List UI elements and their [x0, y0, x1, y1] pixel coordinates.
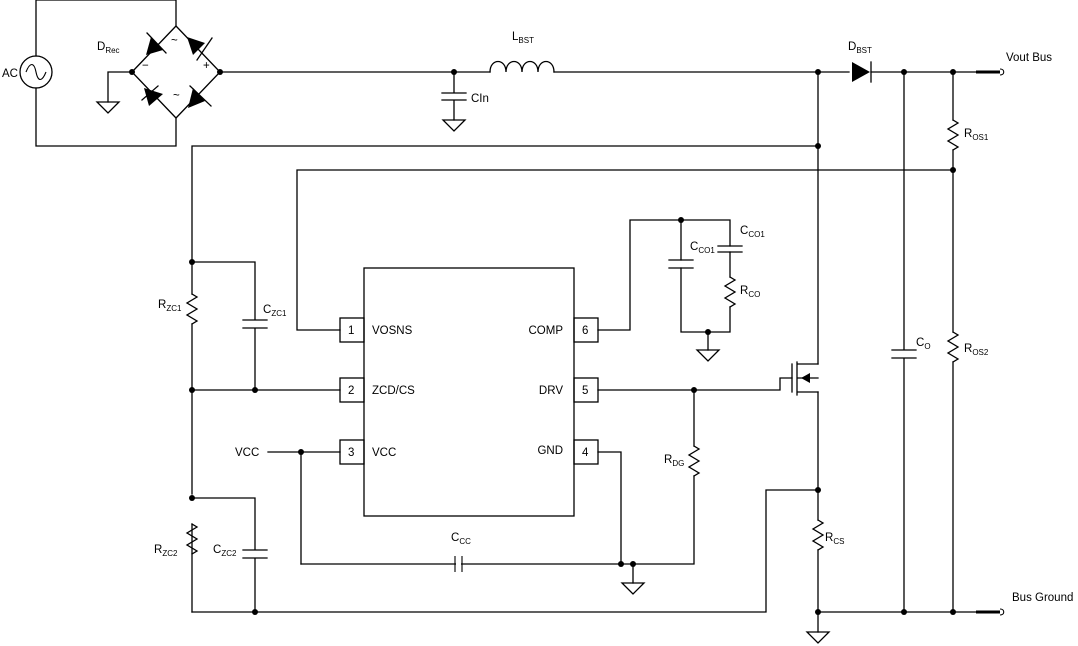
boost-diode: DBST: [848, 41, 872, 83]
pin-2-number: 2: [348, 385, 354, 397]
zcd-sense-wire: [191, 145, 819, 613]
ccc-capacitor: CCC: [451, 532, 471, 572]
vout-terminal: Vout Bus: [976, 52, 1052, 76]
vcc-wire: [267, 451, 341, 565]
bridge-diode-1: [146, 32, 167, 55]
rdg-label: RDG: [664, 454, 684, 468]
pin-5-name: DRV: [539, 385, 563, 397]
ac-wires: [35, 0, 177, 147]
pin-2-name: ZCD/CS: [372, 385, 415, 397]
bridge-ac-mark-bottom: ~: [173, 90, 180, 102]
bridge-diode-2: [187, 37, 213, 61]
bridge-diode-4: [188, 85, 212, 108]
vosns-wire: [296, 169, 954, 331]
bridge-ac-mark-top: ~: [171, 35, 178, 47]
rzc2-resistor: RZC2: [154, 523, 199, 558]
bridge-label: DRec: [97, 41, 120, 55]
ground-symbol-ic: [620, 563, 646, 595]
czc2-label: CZC2: [213, 544, 237, 558]
bridge-diode-3: [141, 85, 163, 106]
pin-1-box: [339, 317, 365, 343]
czc1-capacitor: CZC1: [191, 261, 287, 391]
output-capacitor: CO: [891, 71, 931, 613]
comp-wire: [597, 219, 731, 333]
czc1-label: CZC1: [263, 304, 287, 318]
input-capacitor-label: CIn: [471, 93, 489, 105]
pin-1-name: VOSNS: [372, 325, 413, 337]
pin-6-name: COMP: [529, 325, 564, 337]
ros1-resistor: ROS1: [946, 119, 989, 151]
ground-symbol-comp: [695, 331, 721, 362]
pin-4-name: GND: [537, 445, 563, 457]
bridge-gnd-wire: [107, 71, 133, 103]
ground-symbol-output: [805, 611, 831, 644]
pin-4-number: 4: [582, 447, 589, 459]
boost-inductor-label: LBST: [512, 31, 534, 45]
boost-inductor: LBST: [489, 31, 555, 73]
vout-label: Vout Bus: [1006, 52, 1052, 64]
mosfet: [791, 361, 819, 396]
rdg-resistor: RDG: [664, 445, 701, 477]
gnd-pin-wire: [597, 451, 622, 565]
drv-wire: [300, 377, 793, 565]
rzc1-resistor: RZC1: [158, 293, 199, 325]
pin-1-number: 1: [348, 325, 354, 337]
ros2-label: ROS2: [964, 343, 989, 357]
pin-6-number: 6: [582, 325, 588, 337]
pin-5-number: 5: [582, 385, 588, 397]
ground-symbol-bridge: [95, 101, 121, 114]
rzc2-label: RZC2: [154, 544, 178, 558]
bus-ground-wire: [191, 489, 991, 613]
bus-ground-terminal: Bus Ground: [976, 592, 1073, 616]
cco1-left-label: CCO1: [690, 241, 715, 255]
boost-diode-label: DBST: [848, 41, 872, 55]
bridge-rectifier: ~ ~ + − DRec: [97, 25, 221, 119]
controller-ic: 1 2 3 4 5 6 VOSNS ZCD/CS VCC GND DRV COM…: [339, 267, 599, 517]
czc2-capacitor: CZC2: [191, 497, 268, 613]
vcc-net-label: VCC: [235, 447, 259, 459]
pin-3-name: VCC: [372, 447, 396, 459]
input-capacitor: CIn: [441, 71, 489, 132]
rzc1-label: RZC1: [158, 299, 182, 313]
cco1-right-label: CCO1: [740, 225, 765, 239]
ros1-label: ROS1: [964, 128, 989, 142]
rcs-resistor: RCS: [811, 519, 844, 551]
pin-2-box: [339, 377, 365, 403]
bridge-plus-mark: +: [203, 60, 210, 72]
pin-3-number: 3: [348, 447, 354, 459]
ac-source-label: AC: [2, 68, 18, 80]
bus-ground-label: Bus Ground: [1012, 592, 1073, 604]
ccc-label: CCC: [451, 532, 471, 546]
bridge-minus-mark: −: [142, 60, 149, 72]
ac-source: AC: [2, 55, 53, 89]
co-label: CO: [916, 337, 931, 351]
cco1-right-capacitor: CCO1: [717, 225, 765, 253]
ros2-resistor: ROS2: [946, 331, 989, 363]
rco-label: RCO: [740, 285, 760, 299]
rco-resistor: RCO: [723, 276, 760, 308]
cco1-left-capacitor: CCO1: [668, 241, 715, 269]
rcs-label: RCS: [825, 532, 844, 546]
